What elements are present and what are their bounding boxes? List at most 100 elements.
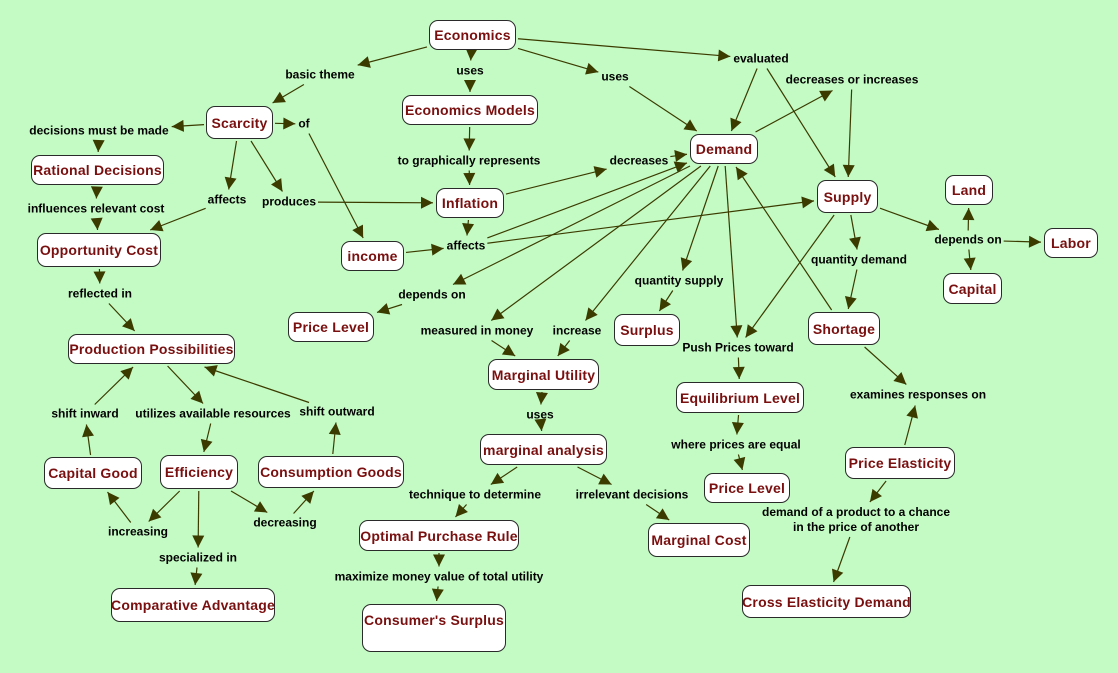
arrowhead-icon xyxy=(925,219,939,232)
arrowhead-icon xyxy=(200,438,213,452)
link-of: of xyxy=(298,116,310,131)
node-price-elasticity[interactable]: Price Elasticity xyxy=(845,447,955,479)
arrowhead-icon xyxy=(557,342,570,356)
link-decreases-or-increases: decreases or increases xyxy=(785,72,919,87)
arrowhead-icon xyxy=(655,508,670,520)
arrowhead-icon xyxy=(733,456,746,470)
link-produces: produces xyxy=(261,194,317,209)
link-measured-in-money: measured in money xyxy=(420,323,534,338)
arrowhead-icon xyxy=(593,166,607,178)
arrowhead-icon xyxy=(832,568,844,582)
arrowhead-icon xyxy=(501,344,516,356)
node-capital-good[interactable]: Capital Good xyxy=(44,457,142,489)
node-capital[interactable]: Capital xyxy=(943,273,1002,304)
arrowhead-icon xyxy=(352,224,364,238)
connector-line xyxy=(847,89,853,178)
connector-line xyxy=(318,201,434,204)
link-examines-responses-on: examines responses on xyxy=(849,387,987,402)
arrowhead-icon xyxy=(420,196,433,209)
arrowhead-icon xyxy=(659,297,671,311)
node-supply[interactable]: Supply xyxy=(817,180,878,213)
arrowhead-icon xyxy=(204,365,218,377)
link-quantity-supply: quantity supply xyxy=(634,273,724,288)
node-consumers-surplus[interactable]: Consumer's Surplus xyxy=(362,604,506,652)
node-demand[interactable]: Demand xyxy=(690,134,758,164)
connector-line xyxy=(735,166,833,311)
node-labor[interactable]: Labor xyxy=(1044,228,1098,258)
node-income[interactable]: income xyxy=(341,241,404,271)
link-quantity-demand: quantity demand xyxy=(810,252,908,267)
arrowhead-icon xyxy=(283,117,296,130)
node-price-level[interactable]: Price Level xyxy=(288,312,374,342)
node-rational-decisions[interactable]: Rational Decisions xyxy=(31,155,164,185)
arrowhead-icon xyxy=(893,372,907,385)
node-inflation[interactable]: Inflation xyxy=(436,188,504,218)
arrowhead-icon xyxy=(823,163,836,177)
connector-line xyxy=(204,366,310,404)
arrowhead-icon xyxy=(1028,235,1041,248)
node-opportunity-cost[interactable]: Opportunity Cost xyxy=(37,233,161,267)
connector-line xyxy=(629,85,698,132)
arrowhead-icon xyxy=(148,508,162,522)
arrowhead-icon xyxy=(745,324,758,338)
link-uses: uses xyxy=(526,407,554,422)
arrowhead-icon xyxy=(463,138,476,151)
node-surplus[interactable]: Surplus xyxy=(614,314,680,346)
node-scarcity[interactable]: Scarcity xyxy=(206,106,273,139)
link-to-graphically-represents: to graphically represents xyxy=(397,153,541,168)
arrowhead-icon xyxy=(844,295,857,309)
connector-line xyxy=(517,38,731,58)
arrowhead-icon xyxy=(90,217,103,230)
link-basic-theme: basic theme xyxy=(285,67,355,82)
arrowhead-icon xyxy=(192,535,205,548)
connector-line xyxy=(308,133,364,239)
node-shortage[interactable]: Shortage xyxy=(808,312,880,345)
connector-line xyxy=(755,89,833,133)
node-marginal-utility[interactable]: Marginal Utility xyxy=(488,359,599,390)
node-economics-models[interactable]: Economics Models xyxy=(402,95,538,125)
connector-line xyxy=(585,165,711,321)
node-marginal-cost[interactable]: Marginal Cost xyxy=(648,523,750,557)
link-irrelevant-decisions: irrelevant decisions xyxy=(575,487,689,502)
arrowhead-icon xyxy=(963,257,976,270)
link-increasing: increasing xyxy=(107,524,169,539)
arrowhead-icon xyxy=(598,473,612,485)
arrowhead-icon xyxy=(82,424,94,438)
arrowhead-icon xyxy=(122,318,135,331)
arrowhead-icon xyxy=(491,308,505,321)
arrowhead-icon xyxy=(462,222,475,236)
link-technique-to-determine: technique to determine xyxy=(408,487,542,502)
arrowhead-icon xyxy=(465,48,478,61)
node-land[interactable]: Land xyxy=(945,175,993,205)
node-optimal-purchase-rule[interactable]: Optimal Purchase Rule xyxy=(359,520,519,551)
arrowhead-icon xyxy=(736,167,748,181)
arrowhead-icon xyxy=(357,56,371,68)
connector-line xyxy=(766,68,836,178)
connector-line xyxy=(682,165,719,271)
arrowhead-icon xyxy=(801,196,814,209)
node-equilibrium-level[interactable]: Equilibrium Level xyxy=(676,382,804,413)
arrowhead-icon xyxy=(431,588,444,601)
arrowhead-icon xyxy=(377,303,391,315)
node-production-possibilities[interactable]: Production Possibilities xyxy=(68,334,235,364)
connector-line xyxy=(490,165,702,321)
arrowhead-icon xyxy=(455,504,468,517)
node-price-level-2[interactable]: Price Level xyxy=(704,473,790,503)
link-decisions-must-be-made: decisions must be made xyxy=(29,123,169,138)
arrowhead-icon xyxy=(717,49,731,62)
arrowhead-icon xyxy=(190,572,203,585)
link-push-prices-toward: Push Prices toward xyxy=(682,340,794,355)
arrowhead-icon xyxy=(328,422,341,436)
link-uses: uses xyxy=(601,69,629,84)
link-specialized-in: specialized in xyxy=(158,550,238,565)
node-cross-elasticity-demand[interactable]: Cross Elasticity Demand xyxy=(742,585,911,618)
link-where-prices-are-equal: where prices are equal xyxy=(671,437,801,452)
node-economics[interactable]: Economics xyxy=(429,20,516,50)
node-consumption-goods[interactable]: Consumption Goods xyxy=(258,456,404,488)
link-depends-on: depends on xyxy=(398,287,466,302)
arrowhead-icon xyxy=(464,80,476,92)
node-marginal-analysis[interactable]: marginal analysis xyxy=(480,434,607,465)
node-comparative-advantage[interactable]: Comparative Advantage xyxy=(111,588,275,622)
node-efficiency[interactable]: Efficiency xyxy=(160,455,238,489)
arrowhead-icon xyxy=(673,161,687,173)
